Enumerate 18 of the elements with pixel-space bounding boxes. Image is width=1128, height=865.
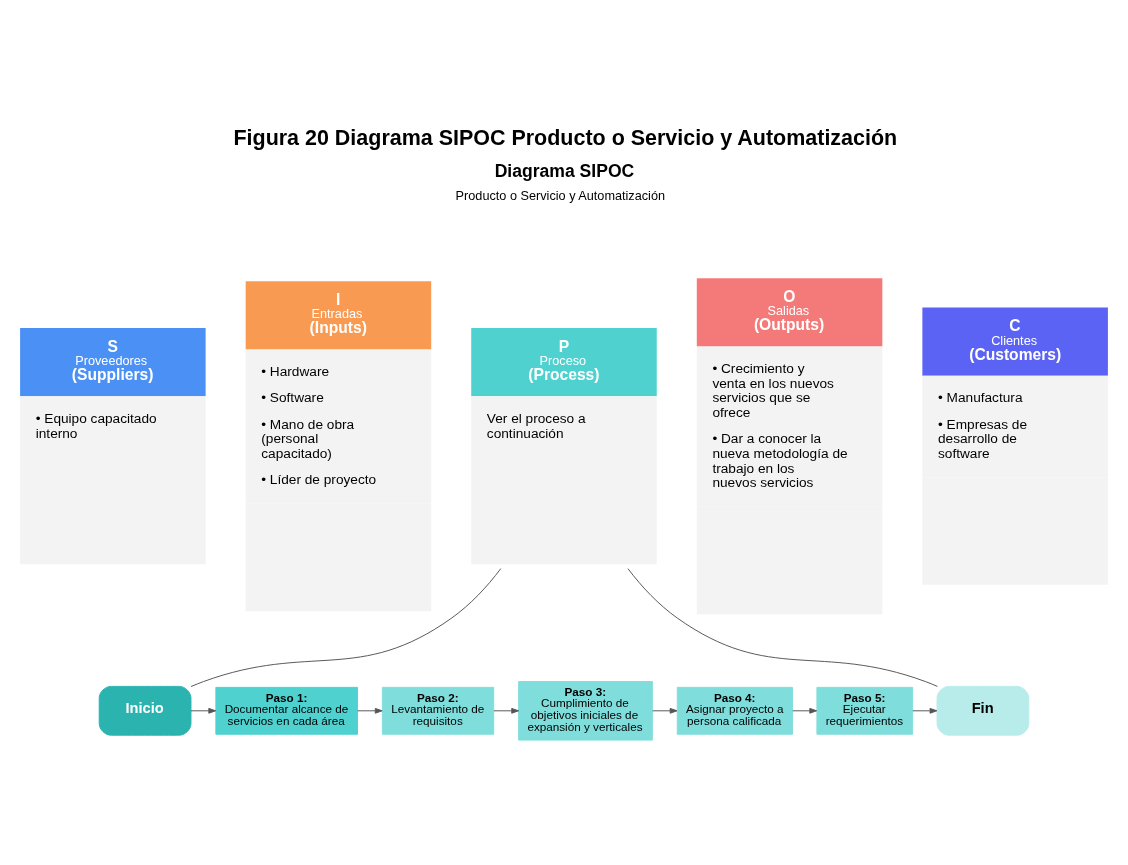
- node-box: Paso 4: Asignar proyecto a persona calificada: [676, 686, 793, 735]
- node-box: Paso 3: Cumplimiento de objetivos iniciales de expansión y verticales: [518, 681, 653, 741]
- node-box: Fin: [936, 685, 1030, 736]
- arrow: [912, 707, 938, 714]
- arrow: [190, 707, 217, 714]
- node-box: Paso 1: Documentar alcance de servicios en cada área: [215, 686, 358, 735]
- node-box: Paso 2: Levantamiento de requisitos: [381, 686, 495, 735]
- arrow: [357, 707, 383, 714]
- arrow: [493, 707, 520, 714]
- arrow: [652, 707, 678, 714]
- label: Diagrama SIPOC: [494, 161, 635, 182]
- node-box: Paso 5: Ejecutar requerimientos: [816, 686, 914, 735]
- label: Producto o Servicio y Automatización: [455, 188, 666, 203]
- arrow: [792, 707, 818, 714]
- connector: [627, 568, 938, 687]
- diagram-title: Figura 20 Diagrama SIPOC Producto o Servicio y Automatización: [233, 126, 898, 151]
- connector: [190, 568, 502, 687]
- node-box: Inicio: [98, 685, 192, 736]
